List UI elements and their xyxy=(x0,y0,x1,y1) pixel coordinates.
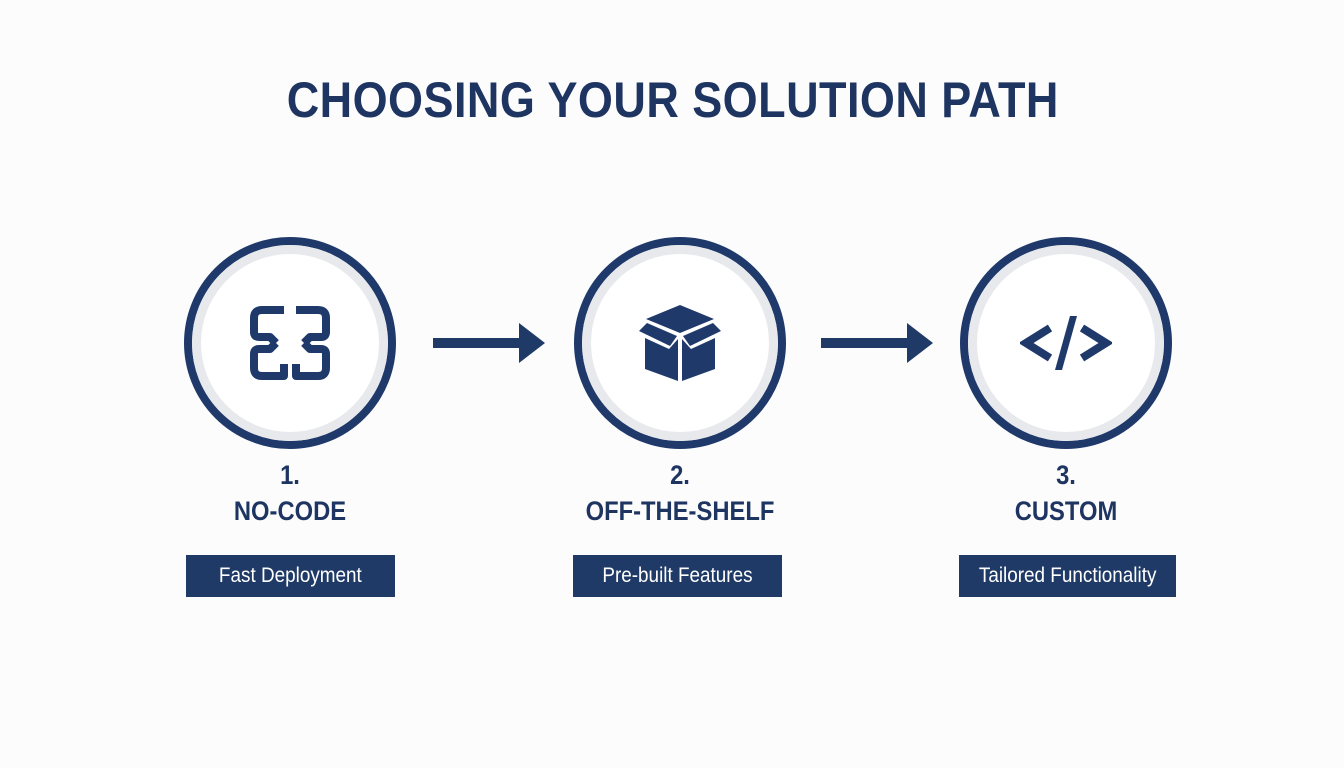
page-title: CHOOSING YOUR SOLUTION PATH xyxy=(286,72,1059,128)
step-tag-label: Pre-built Features xyxy=(602,564,753,587)
step-number: 2. xyxy=(670,460,690,490)
step-circle xyxy=(184,237,396,449)
arrow-right-icon xyxy=(821,323,933,363)
step-name: CUSTOM xyxy=(1014,496,1118,526)
step-circle xyxy=(960,237,1172,449)
step-tag: Pre-built Features xyxy=(573,555,782,597)
arrow-right-icon xyxy=(433,323,545,363)
step-tag-label: Fast Deployment xyxy=(219,564,362,587)
step-name: OFF-THE-SHELF xyxy=(585,496,775,526)
modular-blocks-icon xyxy=(250,306,330,380)
step-number: 1. xyxy=(280,460,300,490)
step-tag: Fast Deployment xyxy=(186,555,395,597)
step-name: NO-CODE xyxy=(233,496,347,526)
code-brackets-icon xyxy=(1020,316,1112,370)
step-tag: Tailored Functionality xyxy=(959,555,1176,597)
open-box-icon xyxy=(639,305,721,381)
step-circle xyxy=(574,237,786,449)
step-tag-label: Tailored Functionality xyxy=(978,564,1157,587)
step-number: 3. xyxy=(1056,460,1076,490)
